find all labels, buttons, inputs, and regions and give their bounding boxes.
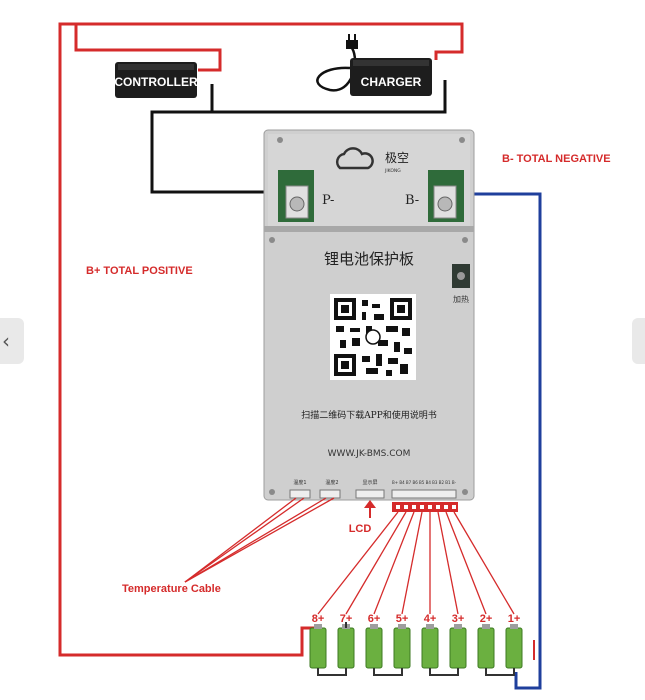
bms-board: 极空 JIKONG P- B- 锂电池保护板 加热 [263, 129, 475, 501]
cell-label-3: 3+ [452, 613, 465, 625]
b-plus-total-positive-label: B+ TOTAL POSITIVE [86, 265, 193, 277]
b-minus-total-negative-label: B- TOTAL NEGATIVE [502, 153, 611, 165]
connector-label-temp1: 温度1 [293, 479, 306, 486]
controller-box: CONTROLLER [114, 62, 198, 98]
prev-image-button[interactable]: ‹ [0, 318, 24, 364]
board-title: 锂电池保护板 [324, 250, 414, 268]
jikong-logo: 极空 JIKONG [335, 147, 409, 174]
cell-label-1: 1+ [508, 613, 521, 625]
b-minus-wire [460, 192, 542, 690]
heating-switch: 加热 [452, 264, 470, 304]
brand-en: JIKONG [384, 168, 401, 174]
temperature-cable-label: Temperature Cable [122, 583, 221, 595]
controller-label: CONTROLLER [114, 75, 198, 89]
cell-4: 4+ [421, 613, 439, 669]
cell-2: 2+ [477, 613, 495, 669]
b-plus-wire-top [60, 22, 464, 60]
lcd-pointer: LCD [349, 500, 376, 535]
plug-icon [346, 34, 358, 49]
cell-6: 6+ [365, 613, 383, 669]
cell-label-5: 5+ [396, 613, 409, 625]
connector-label-temp2: 温度2 [325, 479, 338, 486]
cell-label-7: 7+ [340, 613, 353, 625]
balance-connector [392, 502, 458, 512]
next-image-button[interactable]: › [632, 318, 645, 364]
connector-label-lcd: 显示屏 [362, 480, 377, 486]
b-minus-terminal: B- [405, 170, 464, 222]
balance-wires [317, 511, 515, 615]
p-minus-terminal: P- [278, 170, 334, 222]
cell-3: 3+ [449, 613, 467, 669]
scan-instruction: 扫描二维码下载APP和使用说明书 [301, 409, 437, 421]
controller-red-wire [74, 24, 222, 72]
cell-label-8: 8+ [312, 613, 325, 625]
cell-8: 8+ [309, 613, 327, 669]
cell-5: 5+ [393, 613, 411, 669]
brand-cn: 极空 [385, 151, 409, 165]
charger-box: CHARGER [350, 58, 432, 96]
balance-pin-labels: B+ B4 B7 B6 B5 B4 B3 B2 B1 B- [392, 480, 457, 485]
port-b-label: B- [405, 193, 419, 208]
website: WWW.JK-BMS.COM [328, 449, 411, 459]
cell-label-6: 6+ [368, 613, 381, 625]
controller-black-wire [150, 84, 292, 194]
cell-label-2: 2+ [480, 613, 493, 625]
temperature-cable-lines [184, 497, 335, 583]
charger-black-wire [212, 80, 447, 114]
cell-1: 1+ [505, 613, 523, 669]
cell-label-4: 4+ [424, 613, 437, 625]
cell-pack: 8+ 7+ 6+ 5+ 4+ 3+ 2+ [309, 613, 523, 676]
lcd-label: LCD [349, 523, 372, 535]
heating-label: 加热 [453, 294, 469, 304]
chevron-left-icon: ‹ [2, 329, 10, 353]
port-p-label: P- [322, 193, 334, 208]
charger-label: CHARGER [361, 75, 422, 89]
charger-plug-cable [316, 47, 357, 92]
cell-7: 7+ [337, 613, 355, 669]
qr-code [330, 294, 416, 380]
